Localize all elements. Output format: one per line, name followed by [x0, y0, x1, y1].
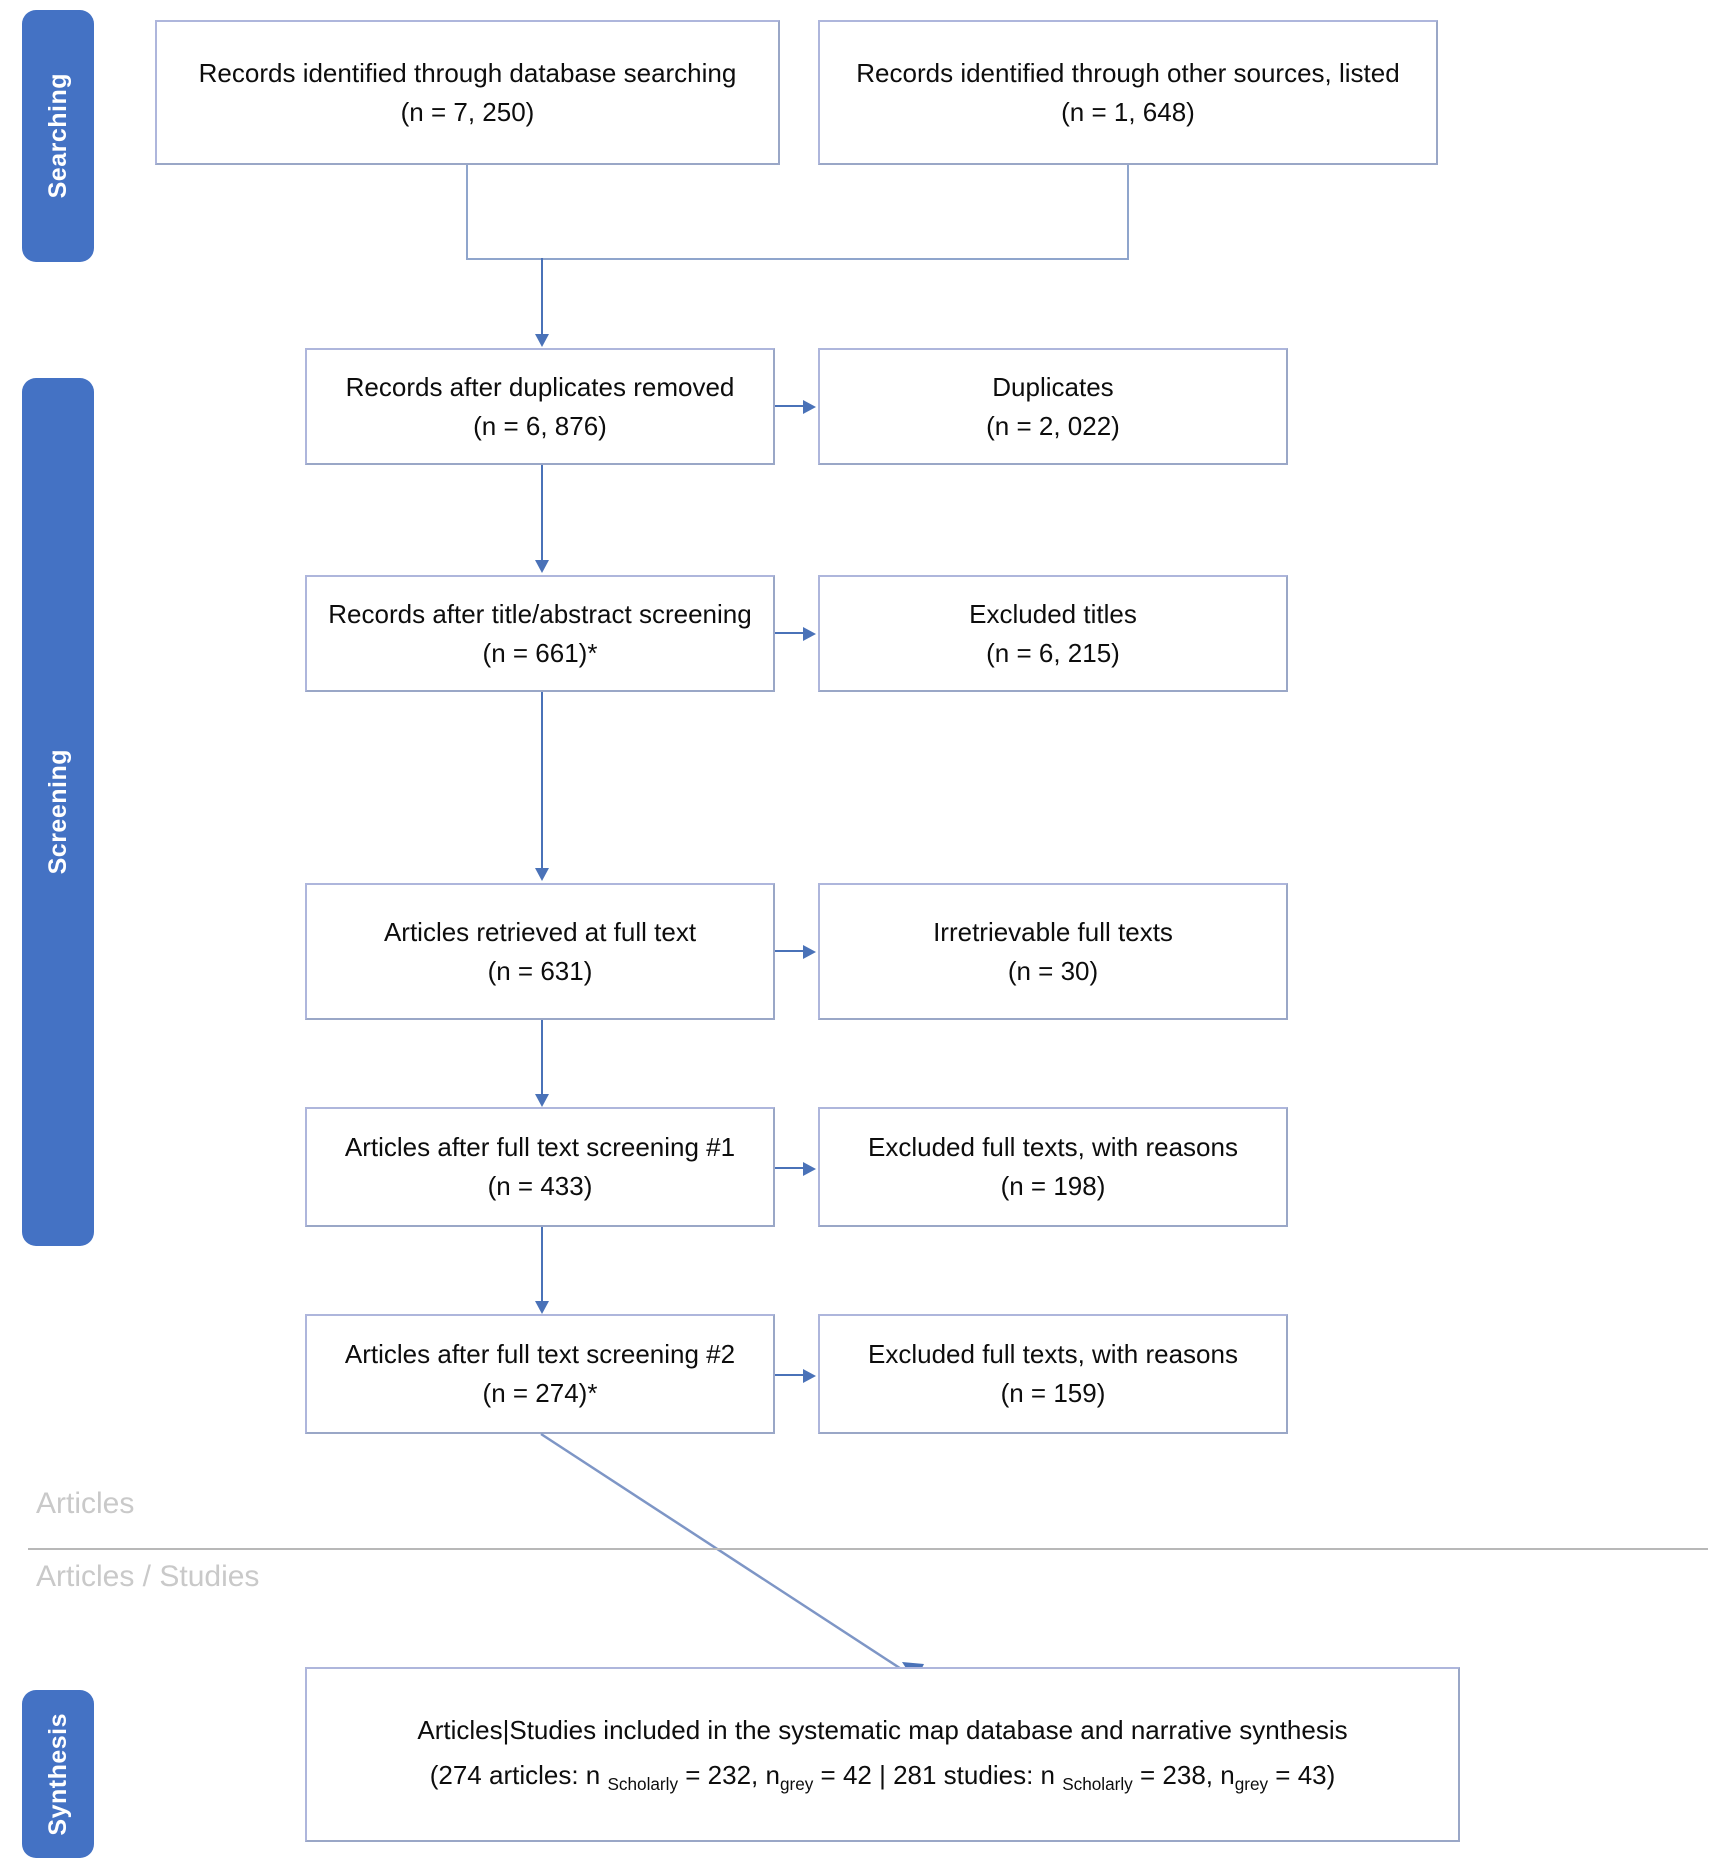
connector-full-text-down-2 — [541, 1227, 543, 1305]
final-detail-sub4: grey — [1234, 1774, 1269, 1795]
box-other-sources-text: Records identified through other sources… — [856, 57, 1400, 127]
box-excluded-full-texts-1-text: Excluded full texts, with reasons (n = 1… — [868, 1132, 1238, 1201]
connector-after-duplicates-down — [541, 465, 543, 565]
final-detail-sub1: Scholarly — [607, 1774, 679, 1795]
box-irretrievable-full-texts: Irretrievable full texts (n = 30) — [818, 883, 1288, 1020]
arrow-right-icon-to-excluded-1 — [803, 1162, 816, 1176]
connector-merge-down — [541, 258, 543, 340]
box-final-synthesis: Articles|Studies included in the systema… — [305, 1667, 1460, 1842]
stage-bar-screening: Screening — [22, 378, 94, 1246]
final-detail-mid2: = 42 | 281 studies: n — [813, 1760, 1063, 1791]
arrow-down-icon-to-full-text — [535, 868, 549, 881]
final-detail-suffix: = 43) — [1268, 1760, 1336, 1791]
arrow-right-icon-to-excluded-titles — [803, 627, 816, 641]
box-after-full-text-2: Articles after full text screening #2 (n… — [305, 1314, 775, 1434]
section-label-articles: Articles — [36, 1487, 135, 1520]
stage-bar-searching: Searching — [22, 10, 94, 262]
connector-irretrievable-right — [775, 950, 805, 952]
connector-excluded-1-right — [775, 1167, 805, 1169]
box-final-synthesis-headline: Articles|Studies included in the systema… — [417, 1714, 1348, 1745]
box-excluded-full-texts-1: Excluded full texts, with reasons (n = 1… — [818, 1107, 1288, 1227]
box-database-searching: Records identified through database sear… — [155, 20, 780, 165]
stage-label-synthesis: Synthesis — [43, 1712, 72, 1836]
box-excluded-titles-text: Excluded titles (n = 6, 215) — [969, 598, 1137, 668]
final-detail-prefix: (274 articles: n — [429, 1760, 608, 1791]
box-retrieved-full-text: Articles retrieved at full text (n = 631… — [305, 883, 775, 1020]
arrow-right-icon-to-irretrievable — [803, 945, 816, 959]
box-excluded-titles: Excluded titles (n = 6, 215) — [818, 575, 1288, 692]
stage-label-screening: Screening — [43, 749, 72, 875]
arrow-right-icon-to-duplicates — [803, 400, 816, 414]
section-label-articles-studies: Articles / Studies — [36, 1560, 260, 1593]
box-after-full-text-2-text: Articles after full text screening #2 (n… — [344, 1339, 736, 1408]
arrow-down-icon-to-screening-2 — [535, 1301, 549, 1314]
arrow-down-icon-to-screening-1 — [535, 1094, 549, 1107]
stage-bar-synthesis: Synthesis — [22, 1690, 94, 1858]
box-retrieved-full-text-text: Articles retrieved at full text (n = 631… — [383, 916, 697, 986]
box-excluded-full-texts-2: Excluded full texts, with reasons (n = 1… — [818, 1314, 1288, 1434]
box-after-full-text-1: Articles after full text screening #1 (n… — [305, 1107, 775, 1227]
connector-other-down — [1127, 165, 1129, 260]
stage-label-searching: Searching — [43, 73, 72, 199]
box-after-full-text-1-text: Articles after full text screening #1 (n… — [344, 1132, 736, 1201]
final-detail-mid1: = 232, n — [678, 1760, 780, 1791]
box-irretrievable-full-texts-text: Irretrievable full texts (n = 30) — [933, 916, 1173, 986]
box-after-duplicates: Records after duplicates removed (n = 6,… — [305, 348, 775, 465]
box-duplicates-text: Duplicates (n = 2, 022) — [986, 371, 1120, 441]
connector-title-abstract-down — [541, 692, 543, 872]
final-detail-sub2: grey — [779, 1774, 814, 1795]
connector-merge-horizontal — [466, 258, 1129, 260]
arrow-down-icon-to-duplicates-removed — [535, 334, 549, 347]
box-other-sources: Records identified through other sources… — [818, 20, 1438, 165]
box-excluded-full-texts-2-text: Excluded full texts, with reasons (n = 1… — [868, 1339, 1238, 1408]
section-divider — [28, 1548, 1708, 1550]
arrow-right-icon-to-excluded-2 — [803, 1369, 816, 1383]
connector-excluded-titles-right — [775, 632, 805, 634]
connector-duplicates-right — [775, 405, 805, 407]
connector-excluded-2-right — [775, 1374, 805, 1376]
final-detail-sub3: Scholarly — [1062, 1774, 1133, 1795]
arrow-down-icon-to-title-abstract — [535, 560, 549, 573]
final-detail-mid3: = 238, n — [1132, 1760, 1235, 1791]
connector-db-down — [466, 165, 468, 260]
connector-full-text-down-1 — [541, 1020, 543, 1098]
box-final-synthesis-detail: (274 articles: n Scholarly = 232, ngrey … — [430, 1757, 1336, 1797]
box-after-title-abstract-text: Records after title/abstract screening (… — [328, 598, 752, 668]
box-duplicates: Duplicates (n = 2, 022) — [818, 348, 1288, 465]
box-database-searching-text: Records identified through database sear… — [198, 57, 737, 127]
box-after-title-abstract: Records after title/abstract screening (… — [305, 575, 775, 692]
box-after-duplicates-text: Records after duplicates removed (n = 6,… — [345, 371, 735, 441]
